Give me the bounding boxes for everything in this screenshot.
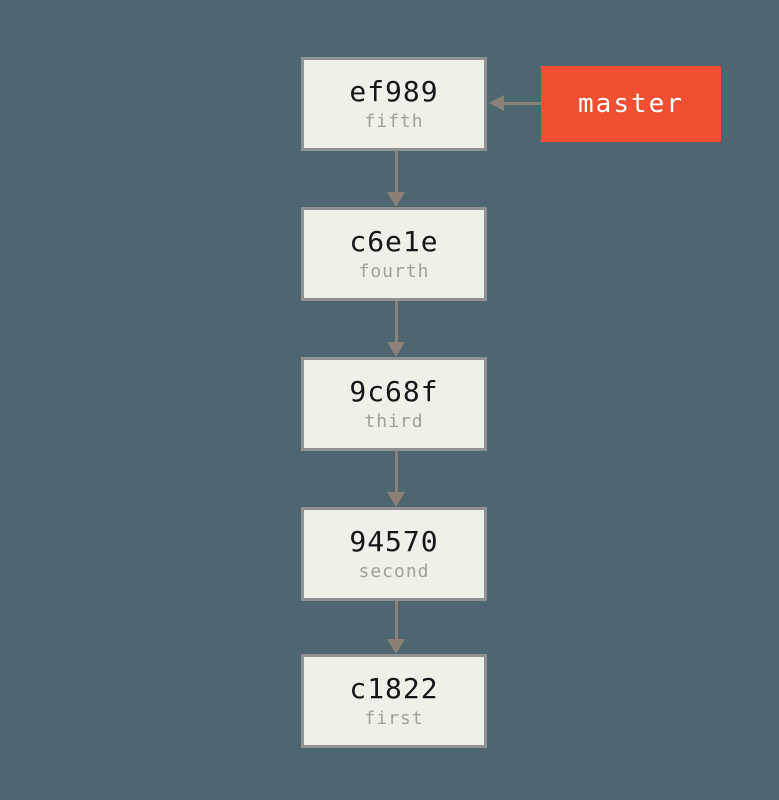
commit-message: third bbox=[364, 410, 424, 432]
arrow-line bbox=[504, 101, 541, 105]
commit-message: fourth bbox=[358, 260, 430, 282]
branch-label-master: master bbox=[541, 66, 721, 142]
commit-hash: ef989 bbox=[349, 74, 439, 108]
arrowhead-down-icon bbox=[387, 492, 405, 507]
arrowhead-down-icon bbox=[387, 639, 405, 654]
commit-hash: 9c68f bbox=[349, 374, 439, 408]
commit-node-9c68f: 9c68f third bbox=[301, 357, 487, 451]
parent-arrow-c6e1e-9c68f bbox=[387, 301, 405, 357]
parent-arrow-9c68f-94570 bbox=[387, 451, 405, 507]
arrow-line bbox=[394, 151, 398, 192]
commit-node-ef989: ef989 fifth bbox=[301, 57, 487, 151]
parent-arrow-ef989-c6e1e bbox=[387, 151, 405, 207]
commit-node-c1822: c1822 first bbox=[301, 654, 487, 748]
commit-message: fifth bbox=[364, 110, 424, 132]
commit-hash: c6e1e bbox=[349, 224, 439, 258]
commit-hash: 94570 bbox=[349, 524, 439, 558]
parent-arrow-94570-c1822 bbox=[387, 601, 405, 654]
commit-hash: c1822 bbox=[349, 671, 439, 705]
branch-pointer-arrow bbox=[489, 95, 541, 111]
arrow-line bbox=[394, 451, 398, 492]
commit-node-94570: 94570 second bbox=[301, 507, 487, 601]
commit-node-c6e1e: c6e1e fourth bbox=[301, 207, 487, 301]
commit-message: first bbox=[364, 707, 424, 729]
arrowhead-left-icon bbox=[489, 95, 504, 111]
commit-message: second bbox=[358, 560, 430, 582]
arrowhead-down-icon bbox=[387, 342, 405, 357]
arrow-line bbox=[394, 601, 398, 639]
arrowhead-down-icon bbox=[387, 192, 405, 207]
arrow-line bbox=[394, 301, 398, 342]
